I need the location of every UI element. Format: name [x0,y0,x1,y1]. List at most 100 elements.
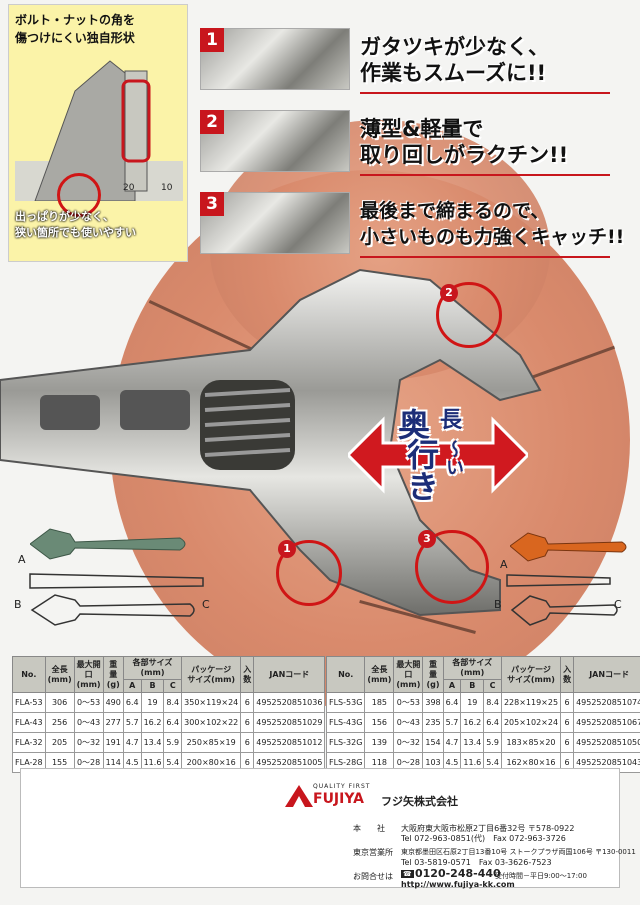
table-cell: 0〜53 [73,692,104,713]
website-url[interactable]: http://www.fujiya-kk.com [401,880,515,889]
table-cell: 228×119×25 [500,692,562,713]
callout-title-line1: ボルト・ナットの角を [15,13,136,27]
col-size: 各部サイズ(mm) [442,656,502,680]
abc-label-a-right: A [500,558,508,571]
side-profile-left [29,573,204,589]
table-cell: 4952520851050 [573,732,640,753]
col-jan: JANコード [573,656,640,693]
abc-label-b-left: B [14,598,22,611]
table-cell: FLS-32G [325,732,366,753]
feature-3-photo [200,192,350,254]
table-cell: 0〜32 [73,732,104,753]
feature-1-line2: 作業もスムーズに!! [360,61,547,85]
col-package: パッケージサイズ(mm) [500,656,562,693]
table-cell: 16.2 [140,712,165,733]
table-cell: 6 [560,712,575,733]
table-cell: 0〜53 [393,692,424,713]
table-cell: 139 [364,732,395,753]
table-cell: 6 [240,712,255,733]
freedial-number: 0120-248-440 [415,867,501,880]
table-cell: 490 [102,692,124,713]
feature-3-underline [360,256,610,258]
side-profile-right [506,574,611,587]
table-cell: 185 [364,692,395,713]
highlight-ring-2 [436,282,502,348]
tokyo-label: 東京営業所 [353,848,393,857]
outline-wrench-right [510,595,618,626]
col-length-unit: (mm) [367,674,392,684]
ruler-mark-10: 10 [161,183,173,193]
table-cell: 350×119×24 [181,692,242,713]
company-name: フジ矢株式会社 [381,795,458,808]
table-cell: 4.7 [442,732,462,753]
table-cell: 11.6 [140,752,165,773]
callout-sub-line1: 出っぱりが少なく、 [15,210,114,223]
table-cell: 191 [102,732,124,753]
table-cell: 277 [102,712,124,733]
col-size: 各部サイズ(mm) [122,656,183,680]
marker-2: 2 [440,284,458,302]
jaw-closeup-illustration [15,60,183,201]
spec-table-left: No. 全長(mm) 最大開口(mm) 重量(g) 各部サイズ(mm) パッケー… [12,656,326,773]
hq-label: 本 社 [353,824,385,833]
abc-label-c-left: C [202,598,210,611]
callout-title: ボルト・ナットの角を 傷つけにくい独自形状 [15,11,135,47]
table-cell: 4952520851067 [573,712,640,733]
table-cell: 19 [460,692,485,713]
badge-text-long-tail: 〜い [443,440,464,476]
col-a: A [442,679,462,693]
col-jaw-unit: (mm) [76,679,101,689]
ruler-mark-20: 20 [123,183,135,193]
feature-1-photo [200,28,350,90]
table-cell: 6.4 [163,712,183,733]
feature-3-number: 3 [200,192,224,216]
table-cell: 4952520851036 [253,692,326,713]
col-length-label: 全長 [371,664,388,674]
table-cell: 256 [44,712,75,733]
table-cell: FLA-53 [12,692,46,713]
spec-table-right: No. 全長(mm) 最大開口(mm) 重量(g) 各部サイズ(mm) パッケー… [325,656,640,773]
col-weight-label: 重量 [429,659,438,679]
feature-3-line1: 最後まで締まるので、 [360,200,550,222]
inquiry-label: お問合せは [353,872,393,881]
badge-text-long: 長 [440,408,463,433]
table-cell: 6 [560,732,575,753]
tokyo-address: 東京都墨田区石原2丁目13番10号 ストークプラザ両国106号 〒130-001… [401,848,636,856]
hq-tel: Tel 072-963-0851(代) Fax 072-963-3726 [401,834,566,843]
table-cell: 4952520851074 [573,692,640,713]
callout-subtext: 出っぱりが少なく、 狭い箇所でも使いやすい [15,209,136,241]
col-b: B [460,679,485,693]
col-weight: 重量(g) [102,656,124,693]
col-jaw: 最大開口(mm) [73,656,104,693]
table-cell: 0〜43 [73,712,104,733]
table-cell: 6 [240,692,255,713]
col-jaw: 最大開口(mm) [393,656,424,693]
feature-callout: ボルト・ナットの角を 傷つけにくい独自形状 20 10 出っぱりが少なく、 狭い… [8,4,188,262]
fujiya-logo-icon [285,785,313,807]
table-cell: 205×102×24 [500,712,562,733]
table-cell: 0〜43 [393,712,424,733]
wrench-illustration [0,268,542,617]
table-cell: 183×85×20 [500,732,562,753]
table-cell: 4952520851029 [253,712,326,733]
table-cell: 6 [240,732,255,753]
green-wrench-icon [30,528,186,560]
table-cell: 13.4 [460,732,485,753]
worm-gear [200,380,295,470]
tokyo-tel: Tel 03-5819-0571 Fax 03-3626-7523 [401,858,552,867]
abc-label-a-left: A [18,553,26,566]
table-cell: 156 [364,712,395,733]
table-cell: FLS-43G [325,712,366,733]
table-cell: 154 [422,732,444,753]
table-cell: 16.2 [460,712,485,733]
table-cell: 235 [422,712,444,733]
col-weight: 重量(g) [422,656,444,693]
table-cell: 6.4 [122,692,142,713]
table-cell: 5.9 [483,732,502,753]
col-package-sub: サイズ(mm) [187,674,236,684]
badge-text-go: 行き [402,438,440,502]
table-cell: 8.4 [483,692,502,713]
